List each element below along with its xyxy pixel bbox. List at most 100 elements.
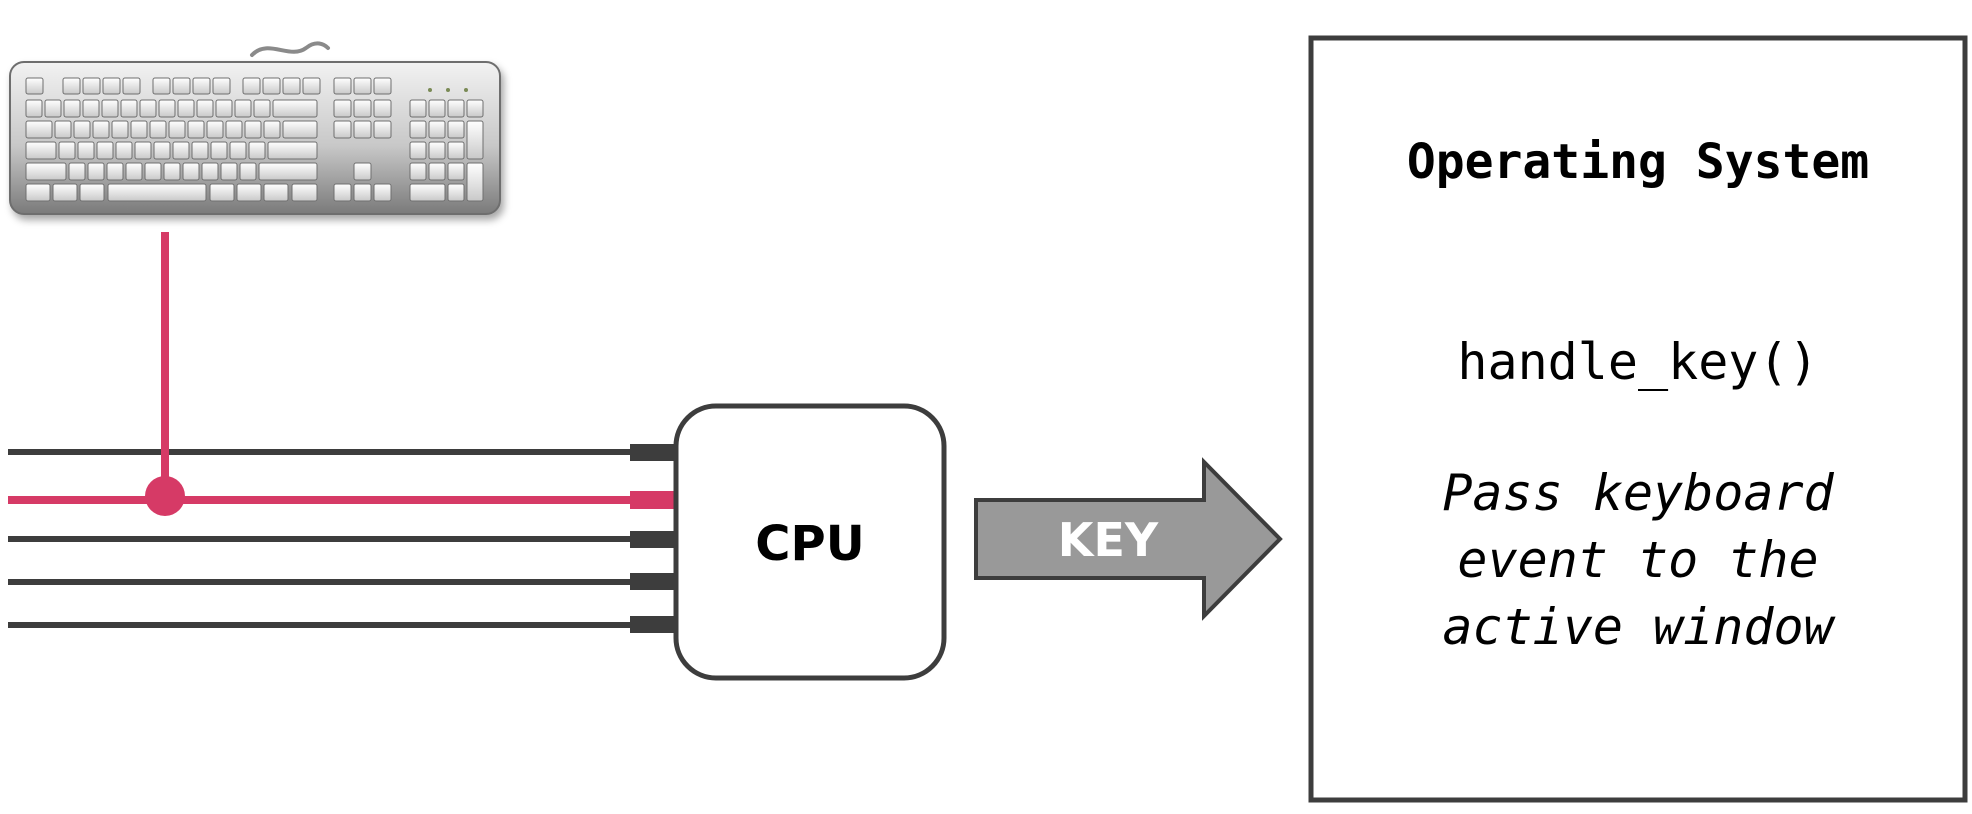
keyboard-key: [153, 141, 171, 160]
keyboard-key: [353, 120, 372, 139]
keyboard-key: [373, 77, 392, 95]
keyboard-key: [236, 183, 262, 202]
keyboard-key: [229, 141, 247, 160]
keyboard-key: [466, 120, 484, 160]
keyboard-key: [272, 99, 318, 118]
keyboard-key: [122, 77, 141, 95]
keyboard-key: [447, 183, 465, 202]
cpu-label: CPU: [755, 516, 864, 572]
keyboard-key: [25, 183, 51, 202]
keyboard-key: [373, 99, 392, 118]
cpu-pin: [630, 444, 676, 461]
keyboard-key: [115, 141, 133, 160]
keyboard-key: [262, 77, 281, 95]
cpu-box: [673, 403, 947, 681]
keyboard-key: [244, 120, 262, 139]
keyboard-key: [206, 120, 224, 139]
cpu-pin: [630, 531, 676, 548]
keyboard-key: [242, 77, 261, 95]
keyboard-key: [125, 162, 143, 181]
keyboard-key: [333, 120, 352, 139]
keyboard-key: [92, 120, 110, 139]
keyboard-key: [373, 120, 392, 139]
keyboard-key: [120, 99, 138, 118]
keyboard-key: [187, 120, 205, 139]
keyboard-key: [106, 162, 124, 181]
keyboard-key: [73, 120, 91, 139]
keyboard-key: [152, 77, 171, 95]
keyboard-key: [172, 141, 190, 160]
keyboard-key: [191, 141, 209, 160]
arrow-label: KEY: [1058, 513, 1159, 567]
os-description-line-2: event to the: [1457, 531, 1818, 589]
keyboard-key: [52, 183, 78, 202]
keyboard-key: [163, 162, 181, 181]
keyboard-key: [87, 162, 105, 181]
keyboard-key: [134, 141, 152, 160]
keyboard-key: [130, 120, 148, 139]
keyboard-key: [353, 162, 372, 181]
keyboard-key: [210, 141, 228, 160]
keyboard-key: [353, 99, 372, 118]
keyboard-key: [302, 77, 321, 95]
keyboard-key: [177, 99, 195, 118]
keyboard-key: [333, 99, 352, 118]
keyboard-indicator-light: [428, 88, 432, 92]
keyboard-key: [25, 162, 67, 181]
cpu-pin: [630, 616, 676, 633]
keyboard-keys: [25, 77, 484, 202]
keyboard-key: [263, 120, 281, 139]
os-description-line-3: active window: [1442, 598, 1836, 656]
keyboard-key: [248, 141, 266, 160]
keyboard-key: [58, 141, 76, 160]
keyboard-key: [139, 99, 157, 118]
keyboard-key: [144, 162, 162, 181]
keyboard-key: [428, 162, 446, 181]
keyboard-key: [25, 120, 53, 139]
keyboard-key: [373, 183, 392, 202]
keyboard-key: [44, 99, 62, 118]
keyboard-key: [239, 162, 257, 181]
keyboard-key: [168, 120, 186, 139]
keyboard-key: [158, 99, 176, 118]
keyboard-key: [353, 77, 372, 95]
keyboard-key: [62, 77, 81, 95]
keyboard-key: [447, 99, 465, 118]
keyboard-key: [25, 99, 43, 118]
keyboard-key: [68, 162, 86, 181]
keyboard-key: [409, 141, 427, 160]
keyboard-key: [25, 141, 57, 160]
cpu-pin-active: [630, 491, 676, 509]
keyboard-key: [149, 120, 167, 139]
keyboard-key: [409, 183, 446, 202]
keyboard-key: [182, 162, 200, 181]
bus-wires: [8, 449, 632, 628]
keyboard-key: [258, 162, 318, 181]
keyboard-key: [263, 183, 289, 202]
cpu-pins: [630, 444, 676, 633]
arrow-shape: [974, 457, 1283, 621]
key-event-arrow: KEY: [974, 457, 1283, 621]
keyboard-key: [172, 77, 191, 95]
keyboard-key: [253, 99, 271, 118]
keyboard-indicator-light: [446, 88, 450, 92]
keyboard-key: [428, 99, 446, 118]
keyboard-key: [102, 77, 121, 95]
keyboard-key: [353, 183, 372, 202]
keyboard-key: [234, 99, 252, 118]
keyboard-key: [212, 77, 231, 95]
keyboard-key: [282, 77, 301, 95]
keyboard-key: [466, 99, 484, 118]
keyboard-key: [282, 120, 318, 139]
keyboard-indicator-light: [464, 88, 468, 92]
keyboard-key: [225, 120, 243, 139]
keyboard-key: [101, 99, 119, 118]
keyboard-key: [466, 162, 484, 202]
keyboard-key: [428, 141, 446, 160]
keyboard-key: [447, 141, 465, 160]
keyboard-key: [25, 77, 44, 95]
keyboard-key: [79, 183, 105, 202]
keyboard-cable: [250, 41, 330, 57]
keyboard-key: [63, 99, 81, 118]
connection-junction-dot: [145, 476, 185, 516]
